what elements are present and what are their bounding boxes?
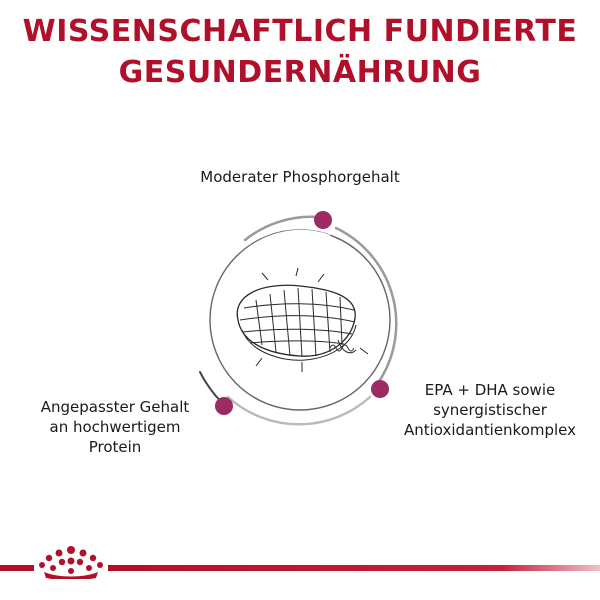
outer-ring-arc-top: [243, 215, 320, 242]
benefit-dot-top: [314, 211, 332, 229]
benefit-epa-dha: EPA + DHA sowie synergistischer Antioxid…: [390, 380, 590, 440]
outer-ring-arc-right: [334, 226, 398, 382]
title-line-1: WISSENSCHAFTLICH FUNDIERTE: [22, 14, 578, 49]
benefit-phosphorus: Moderater Phosphorgehalt: [200, 168, 400, 186]
title-line-2: GESUNDERNÄHRUNG: [118, 55, 482, 90]
benefit-epa-line-3: Antioxidantienkomplex: [403, 421, 577, 439]
benefit-protein-line-1: Angepasster Gehalt: [40, 398, 190, 416]
benefit-dot-left: [215, 397, 233, 415]
kibble-sketch-icon: [236, 267, 369, 372]
benefit-dot-right: [371, 380, 389, 398]
royal-canin-crown-logo: [39, 546, 103, 579]
benefit-protein-line-3: Protein: [88, 438, 142, 456]
outer-ring-arc-bottom: [226, 395, 372, 426]
benefit-epa-line-1: EPA + DHA sowie: [424, 381, 556, 399]
inner-ring-shadow: [216, 229, 331, 291]
benefit-epa-line-2: synergistischer: [433, 401, 547, 419]
benefit-protein: Angepasster Gehalt an hochwertigem Prote…: [20, 397, 210, 457]
benefit-protein-line-2: an hochwertigem: [49, 418, 181, 436]
brand-red-bar: [0, 565, 600, 571]
